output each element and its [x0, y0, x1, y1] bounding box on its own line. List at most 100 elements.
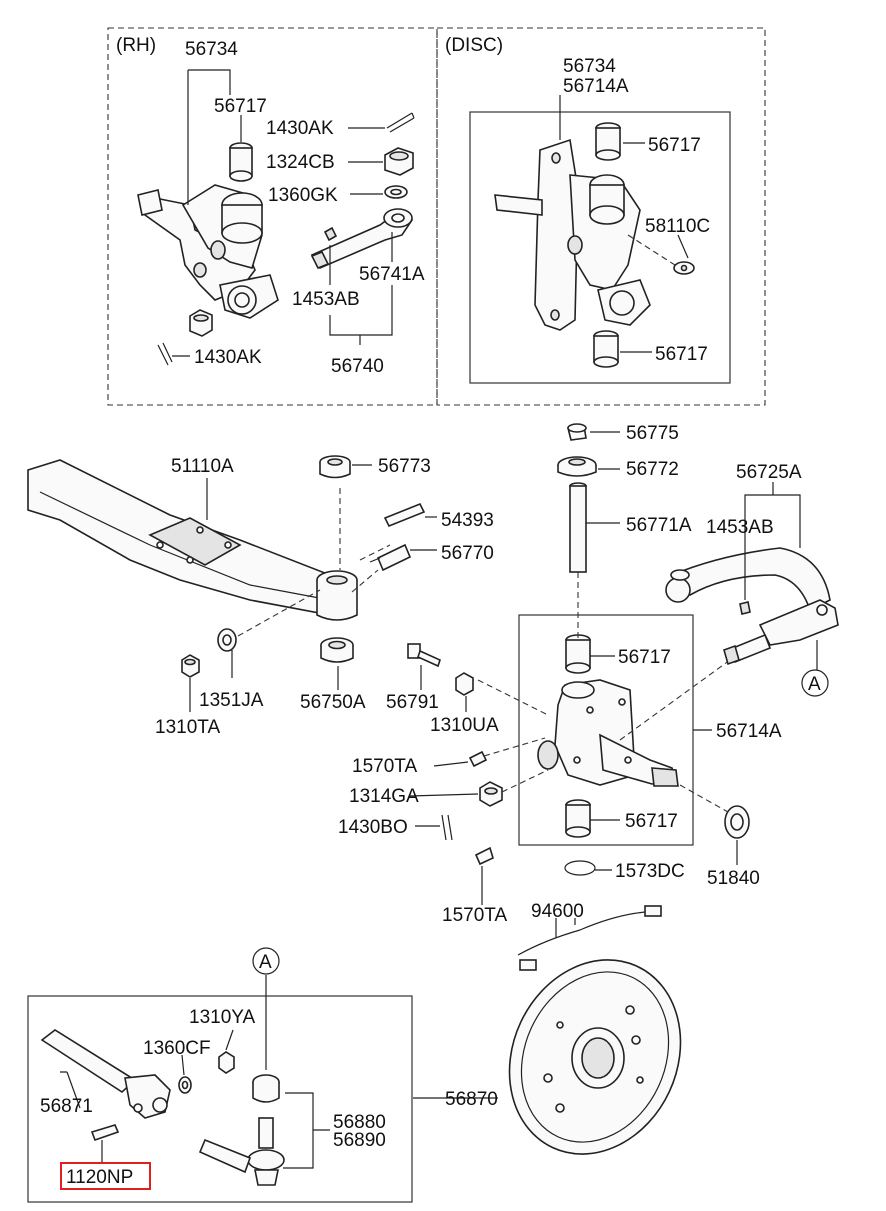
- rh-steering-arm-56741A: [310, 208, 414, 270]
- callout-A-bottom: [252, 947, 280, 975]
- label-56871: 56871: [40, 1096, 93, 1117]
- disc-section-title: (DISC): [445, 35, 503, 56]
- bearing-56773: [319, 455, 351, 479]
- tie-rod-end-56880: [198, 1074, 285, 1186]
- label-1310UA: 1310UA: [430, 715, 499, 736]
- label-56880: 56880: [333, 1112, 386, 1133]
- disc-bushing-top: [595, 122, 621, 161]
- bearing-56750A: [320, 637, 354, 663]
- bolt-56791: [407, 643, 441, 668]
- label-56890: 56890: [333, 1130, 386, 1151]
- rh-label-1324CB: 1324CB: [266, 152, 335, 173]
- rh-nut-1324CB: [384, 147, 414, 176]
- label-56770: 56770: [441, 543, 494, 564]
- nut-1310UA: [455, 672, 474, 696]
- disc-bushing-bottom: [593, 330, 619, 368]
- rh-label-56734: 56734: [185, 39, 238, 60]
- tie-rod-leaders: [60, 1029, 330, 1169]
- disc-label-56717-top: 56717: [648, 135, 701, 156]
- grease-fitting-1570TA-top: [468, 750, 488, 768]
- bolt-1120NP: [90, 1124, 120, 1142]
- label-56773: 56773: [378, 456, 431, 477]
- label-1573DC: 1573DC: [615, 861, 685, 882]
- rh-nut-bottom: [189, 309, 213, 337]
- callout-A-bottom-label: A: [259, 952, 272, 973]
- bushing-56717-bottom: [565, 799, 591, 838]
- disc-label-56714A: 56714A: [563, 76, 629, 97]
- seal-51840: [724, 805, 750, 839]
- knuckle-56714A: [537, 679, 679, 787]
- rh-label-1360GK: 1360GK: [268, 185, 338, 206]
- rh-washer-1360GK: [384, 185, 408, 199]
- label-56717-bottom: 56717: [625, 811, 678, 832]
- pin-54393: [383, 502, 426, 528]
- rh-label-1453AB: 1453AB: [292, 289, 360, 310]
- label-56775: 56775: [626, 423, 679, 444]
- callout-A-right-label: A: [808, 674, 821, 695]
- tie-rod-56871: [40, 1029, 171, 1119]
- label-56725A: 56725A: [736, 462, 802, 483]
- rh-label-1430AK-top: 1430AK: [266, 118, 334, 139]
- disc-label-56734: 56734: [563, 56, 616, 77]
- label-1310YA: 1310YA: [189, 1007, 256, 1028]
- label-1570TA-bottom: 1570TA: [442, 905, 507, 926]
- rh-section-title: (RH): [116, 35, 156, 56]
- label-56791: 56791: [386, 692, 439, 713]
- label-94600: 94600: [531, 901, 584, 922]
- nut-1310TA: [181, 654, 200, 678]
- knuckle-leaders: [409, 431, 738, 905]
- label-56750A: 56750A: [300, 692, 366, 713]
- rh-label-56740: 56740: [331, 356, 384, 377]
- rh-label-56741A: 56741A: [359, 264, 425, 285]
- disc-label-56717-bottom: 56717: [655, 344, 708, 365]
- cotter-pin-1430BO: [441, 814, 453, 841]
- washer-1360CF: [178, 1076, 192, 1094]
- pin-56770: [369, 543, 412, 572]
- steering-arm-leaders: [744, 482, 818, 670]
- disc-assembly-box: [469, 111, 731, 384]
- grease-fitting-1570TA-bottom: [474, 846, 494, 866]
- label-54393: 54393: [441, 510, 494, 531]
- washer-1351JA: [217, 628, 237, 652]
- label-1360CF: 1360CF: [143, 1038, 211, 1059]
- label-1314GA: 1314GA: [349, 786, 419, 807]
- rh-bushing-56717: [229, 142, 253, 182]
- label-1351JA: 1351JA: [199, 690, 264, 711]
- label-1453AB: 1453AB: [706, 517, 774, 538]
- kingpin-56771A: [569, 482, 587, 573]
- disc-section-box: [436, 27, 766, 406]
- kingpin-boss: [316, 570, 358, 621]
- rh-leaders: [172, 69, 393, 357]
- tie-rod-box: [27, 995, 413, 1203]
- brake-leaders: [413, 918, 557, 1099]
- thrust-bearing-56772: [557, 456, 597, 477]
- label-56870: 56870: [445, 1089, 498, 1110]
- disc-shim-58110C: [673, 261, 695, 275]
- brake-backing-plate-56870: [508, 959, 682, 1155]
- label-1570TA-top: 1570TA: [352, 756, 417, 777]
- rh-cotter-pin-bottom: [157, 342, 173, 366]
- oring-1573DC: [564, 860, 596, 876]
- rh-cotter-pin-1430AK: [386, 112, 415, 133]
- label-56772: 56772: [626, 459, 679, 480]
- nut-1314GA: [479, 781, 503, 807]
- label-56717-top: 56717: [618, 647, 671, 668]
- steering-arm-56725A: [665, 547, 839, 666]
- label-1430BO: 1430BO: [338, 817, 408, 838]
- axle-leaders: [189, 464, 467, 712]
- bushing-56717-top: [565, 634, 591, 674]
- wheel-speed-sensor-94600: [517, 905, 662, 971]
- label-51840: 51840: [707, 868, 760, 889]
- highlight-box-1120NP: [60, 1162, 151, 1190]
- label-56714A: 56714A: [716, 721, 782, 742]
- rh-label-1430AK-bottom: 1430AK: [194, 347, 262, 368]
- rh-label-56717: 56717: [214, 96, 267, 117]
- disc-leaders: [559, 95, 689, 353]
- cap-56775: [567, 423, 587, 441]
- label-56771A: 56771A: [626, 515, 692, 536]
- label-51110A: 51110A: [171, 456, 234, 477]
- axle-beam-51110A: [27, 459, 331, 616]
- rh-knuckle-assembly: [137, 184, 279, 319]
- label-1120NP[interactable]: 1120NP: [66, 1167, 133, 1188]
